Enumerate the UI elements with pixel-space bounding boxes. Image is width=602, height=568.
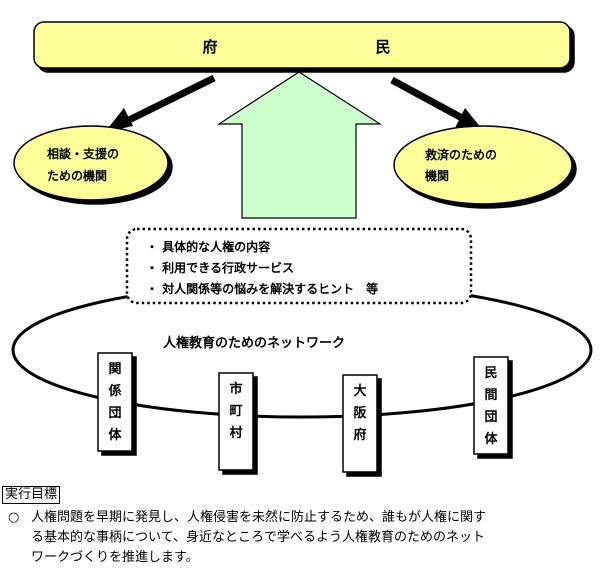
info-item-3: ・ 対人関係等の悩みを解決するヒント 等 [146, 281, 378, 296]
header-bar: 府 民 [33, 21, 571, 69]
member-box-shichoson: 市 町 村 [218, 372, 254, 471]
org-left-ellipse: 相談・支援の ための機関 [13, 125, 169, 201]
member-box-kankei-dantai: 関 係 団 体 [97, 352, 133, 452]
goal-line-3: ワークづくりを推進します。 [31, 550, 199, 565]
member-box-osaka-fu: 大 阪 府 [342, 374, 378, 473]
network-diagram: 府 民 相談・支援の ための機関 救済のための 機関 ・ 具体的な人権の内容 ・… [11, 21, 593, 473]
up-arrow [216, 71, 383, 219]
goal-line-1: 人権問題を早期に発見し、人権侵害を未然に防止するため、誰もが人権に関す [31, 510, 487, 525]
member-4-char-1: 民 [484, 366, 497, 381]
goal-marker: ○ [8, 510, 20, 525]
member-2-char-2: 町 [229, 404, 242, 419]
arrow-right [390, 76, 482, 129]
info-item-1: ・ 具体的な人権の内容 [146, 239, 270, 254]
member-1-char-4: 体 [108, 427, 122, 443]
goal-heading: 実行目標 [2, 486, 61, 504]
info-box: ・ 具体的な人権の内容 ・ 利用できる行政サービス ・ 対人関係等の悩みを解決す… [125, 227, 473, 305]
member-box-minkan-dantai: 民 間 団 体 [473, 356, 509, 455]
header-right-char: 民 [375, 38, 390, 56]
network-title: 人権教育のためのネットワーク [163, 335, 345, 351]
member-2-char-1: 市 [229, 381, 242, 397]
header-left-char: 府 [202, 38, 217, 56]
org-right-line-2: 機関 [425, 168, 449, 183]
member-1-char-3: 団 [108, 406, 121, 421]
member-2-char-3: 村 [229, 425, 242, 441]
info-item-2: ・ 利用できる行政サービス [146, 260, 294, 275]
arrow-left [105, 74, 216, 132]
org-left-line-2: ための機関 [47, 168, 107, 183]
member-3-char-3: 府 [353, 427, 366, 443]
member-3-char-2: 阪 [353, 406, 367, 421]
member-4-char-4: 体 [484, 431, 498, 447]
member-4-char-2: 間 [484, 388, 497, 403]
member-4-char-3: 団 [484, 410, 497, 425]
member-1-char-2: 係 [108, 383, 121, 399]
org-right-ellipse: 救済のための 機関 [393, 125, 573, 205]
org-left-line-1: 相談・支援の [47, 146, 119, 161]
member-1-char-1: 関 [108, 362, 121, 377]
member-3-char-1: 大 [353, 383, 366, 399]
org-right-line-1: 救済のための [425, 147, 497, 162]
goal-line-2: る基本的な事柄について、身近なところで学べるよう人権教育のためのネット [31, 530, 485, 545]
